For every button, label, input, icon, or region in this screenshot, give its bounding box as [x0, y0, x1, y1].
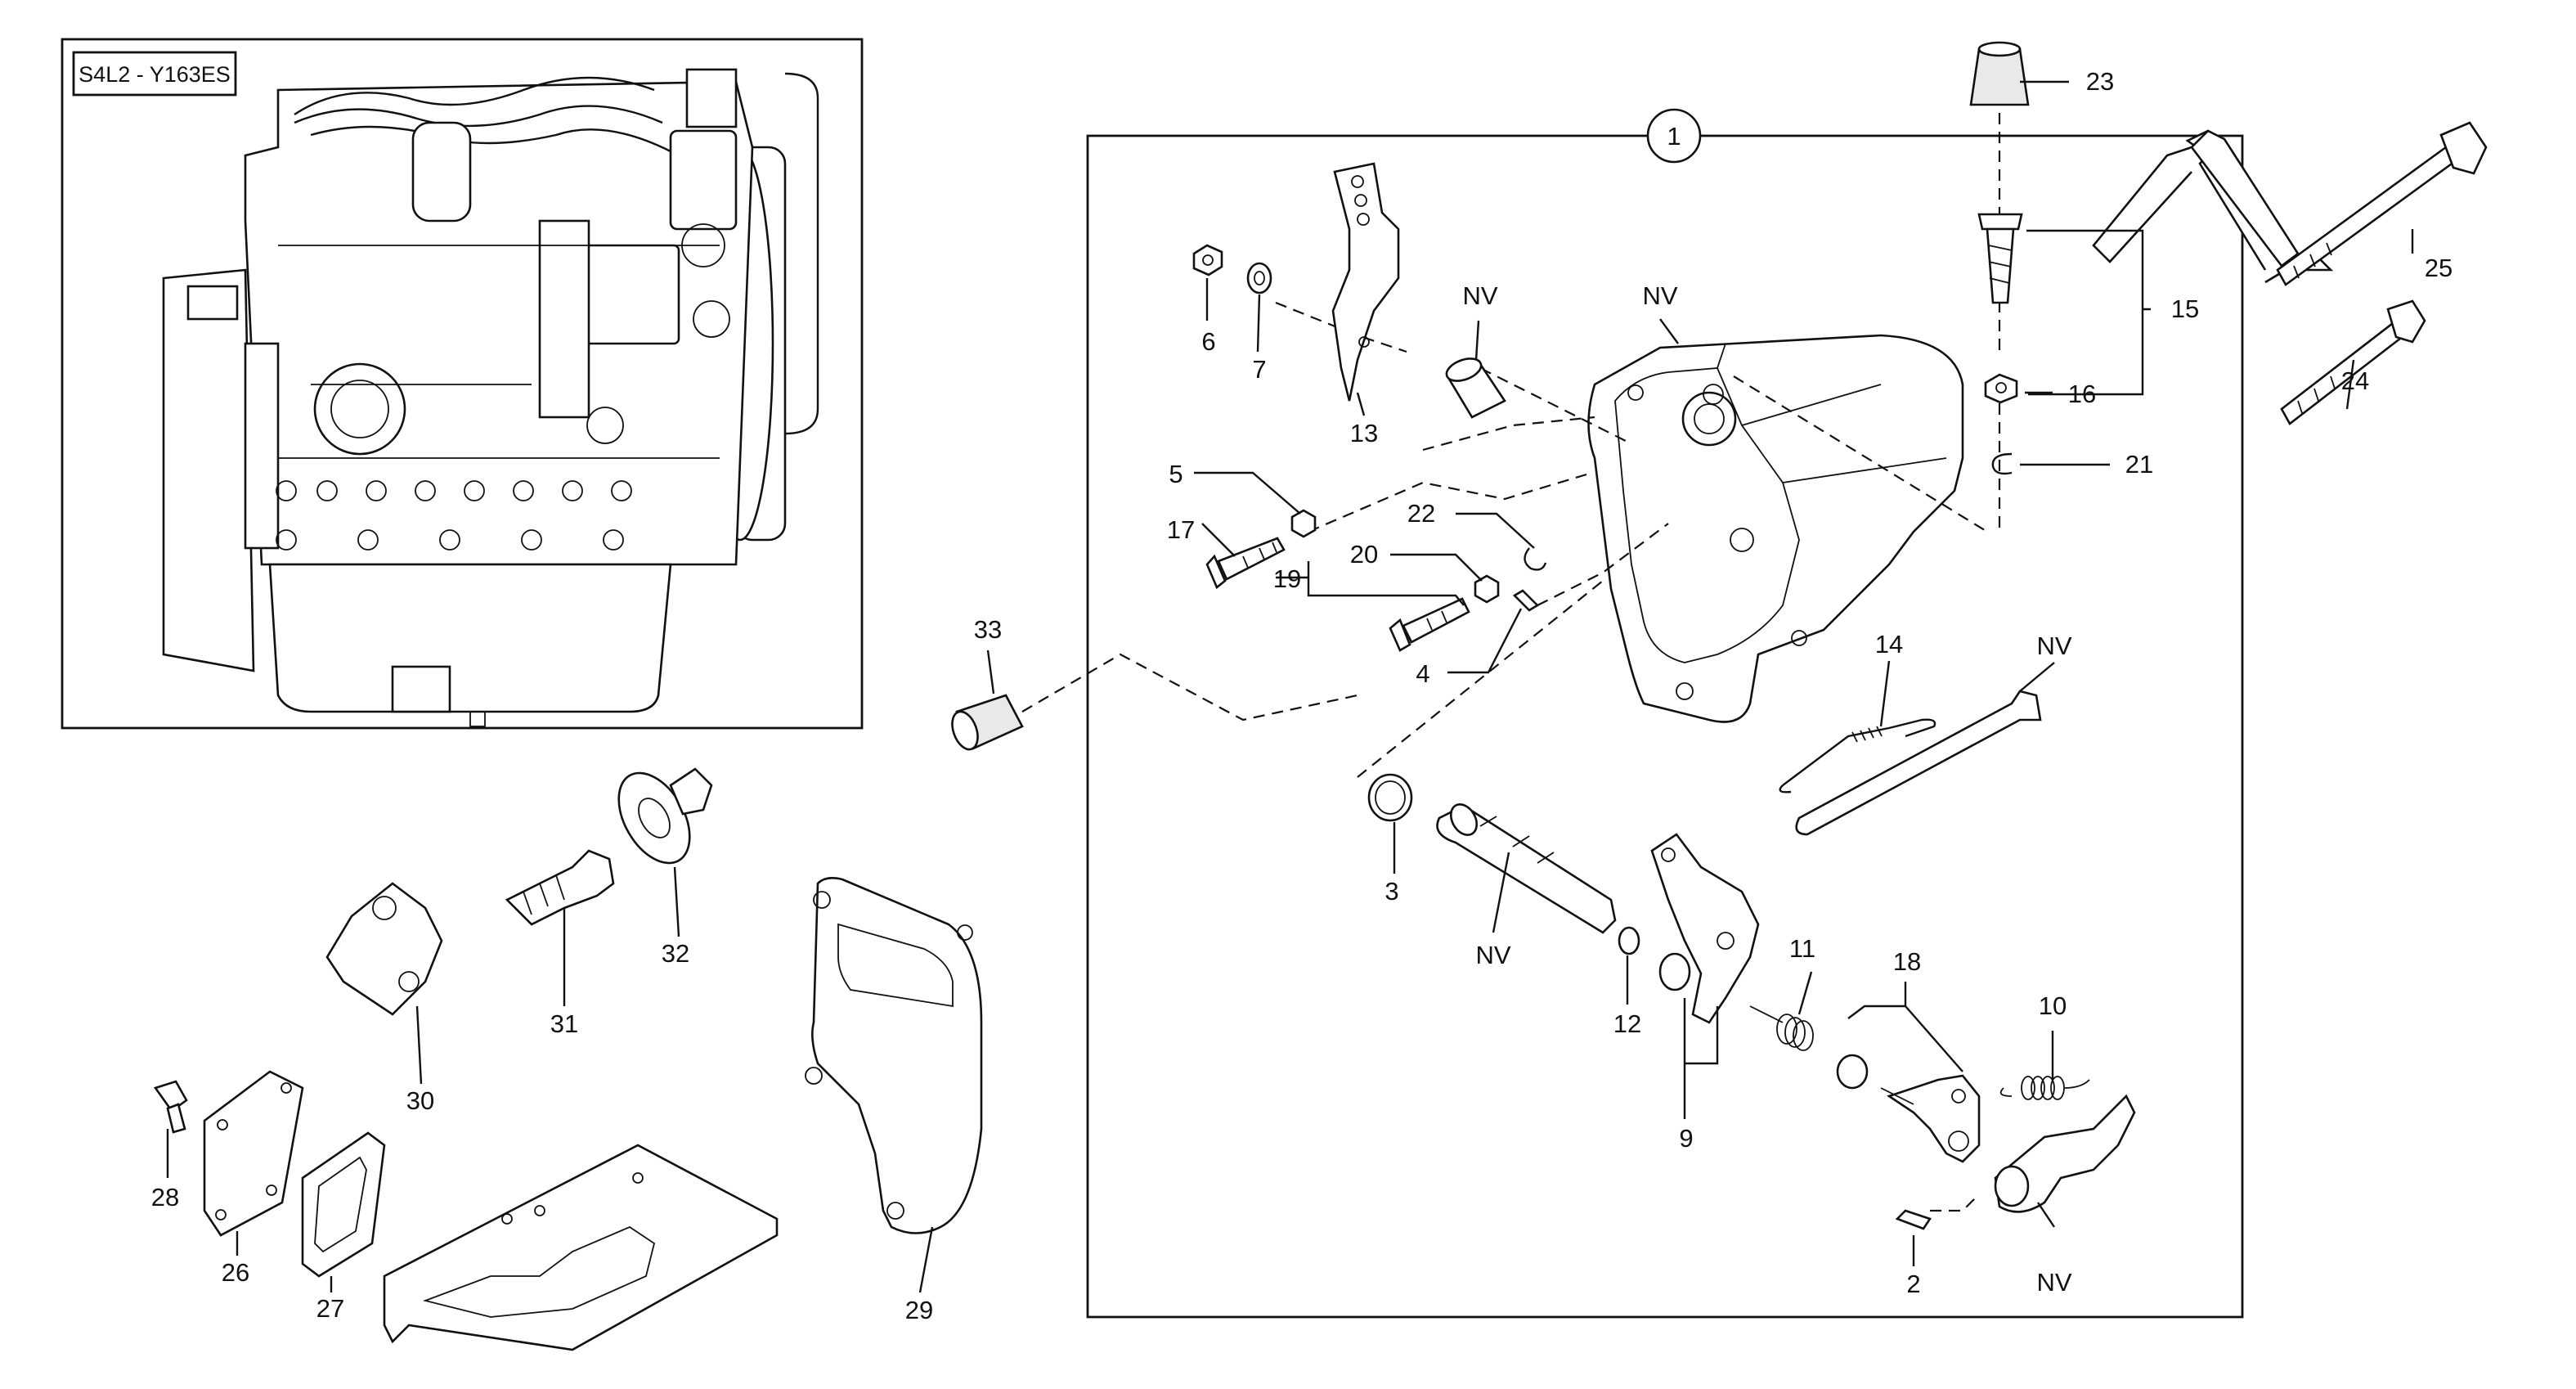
label-nv-rod: NV [2036, 632, 2071, 660]
label-7: 7 [1252, 355, 1266, 384]
part-17-screw [1205, 537, 1286, 590]
part-22-clip [1524, 547, 1547, 571]
label-nv-housing: NV [1642, 281, 1677, 310]
callout-labels: 6 7 13 NV NV 5 17 19 20 22 4 23 15 16 21… [151, 67, 2453, 1324]
label-18: 18 [1893, 947, 1921, 976]
label-21: 21 [2125, 450, 2153, 479]
part-housing-bottom [383, 1144, 779, 1351]
part-21-clip [1991, 452, 2013, 475]
part-25-bolt [2092, 129, 2300, 271]
label-19: 19 [1273, 564, 1301, 593]
part-30-block [325, 882, 443, 1016]
assembly-lines [1021, 94, 2001, 1212]
leader-lines [166, 80, 2414, 1293]
part-33-cap [951, 694, 1024, 751]
label-12: 12 [1613, 1009, 1641, 1038]
part-10-spring [1999, 1076, 2090, 1100]
label-17: 17 [1167, 515, 1195, 544]
part-27-gasket [301, 1131, 386, 1278]
label-20: 20 [1350, 540, 1378, 569]
part-nv-bushing [1445, 357, 1506, 419]
label-33: 33 [974, 615, 1002, 644]
label-nv-bushing: NV [1462, 281, 1497, 310]
group-frame: 1 [1086, 108, 2244, 1319]
part-14-spring [1779, 718, 1936, 793]
part-28-bolt [153, 1080, 188, 1134]
part-11-spring [1749, 1005, 1814, 1051]
label-4: 4 [1416, 659, 1429, 688]
gear-case-housing [1587, 334, 1964, 723]
label-nv-shaft: NV [1475, 941, 1510, 969]
part-25-rod [2276, 121, 2488, 286]
part-12-washer [1618, 926, 1640, 955]
label-16: 16 [2068, 380, 2096, 408]
part-6-nut [1192, 244, 1223, 276]
label-28: 28 [151, 1183, 179, 1211]
label-24: 24 [2341, 366, 2369, 395]
part-19-screw [1389, 597, 1470, 652]
part-9-lever [1650, 833, 1760, 1024]
part-3-oring [1367, 773, 1413, 822]
label-25: 25 [2425, 254, 2453, 282]
part-5-nut [1290, 509, 1317, 538]
label-6: 6 [1201, 327, 1215, 356]
inset-title: S4L2 - Y163ES [79, 62, 231, 87]
part-13-lever [1331, 162, 1400, 402]
label-3: 3 [1384, 877, 1398, 906]
label-10: 10 [2039, 991, 2067, 1020]
label-23: 23 [2086, 67, 2114, 96]
part-23-cap [1969, 41, 2030, 106]
label-22: 22 [1407, 499, 1435, 528]
part-29-gasket [805, 877, 983, 1234]
part-4-pin [1512, 589, 1540, 612]
label-15: 15 [2171, 294, 2199, 323]
label-29: 29 [905, 1296, 933, 1324]
label-5: 5 [1169, 460, 1183, 488]
label-30: 30 [406, 1086, 434, 1115]
label-1: 1 [1667, 122, 1681, 151]
part-20-nut [1474, 574, 1500, 604]
part-2-pin [1895, 1209, 1932, 1230]
part-26-plate [203, 1070, 304, 1237]
part-16-nut [1984, 373, 2018, 404]
label-9: 9 [1679, 1124, 1693, 1153]
label-32: 32 [662, 939, 689, 968]
part-31-fitting [505, 849, 615, 926]
engine-drawing [162, 68, 819, 727]
part-15-screw [1977, 213, 2023, 304]
label-2: 2 [1906, 1270, 1920, 1298]
part-24-bolt [2280, 299, 2426, 425]
part-7-washer [1246, 262, 1272, 294]
engine-inset: S4L2 - Y163ES [61, 38, 864, 730]
label-13: 13 [1350, 419, 1378, 447]
label-26: 26 [222, 1258, 249, 1287]
part-nv-lever-bottom [1994, 1094, 2136, 1213]
label-27: 27 [316, 1294, 344, 1323]
label-31: 31 [550, 1009, 578, 1038]
label-11: 11 [1789, 934, 1815, 963]
part-nv-shaft [1436, 803, 1617, 934]
part-32-flange [617, 767, 713, 865]
part-nv-rod [1795, 690, 2042, 836]
label-nv-lever: NV [2036, 1268, 2071, 1297]
label-14: 14 [1875, 630, 1903, 659]
part-18-lever [1836, 1054, 1981, 1163]
